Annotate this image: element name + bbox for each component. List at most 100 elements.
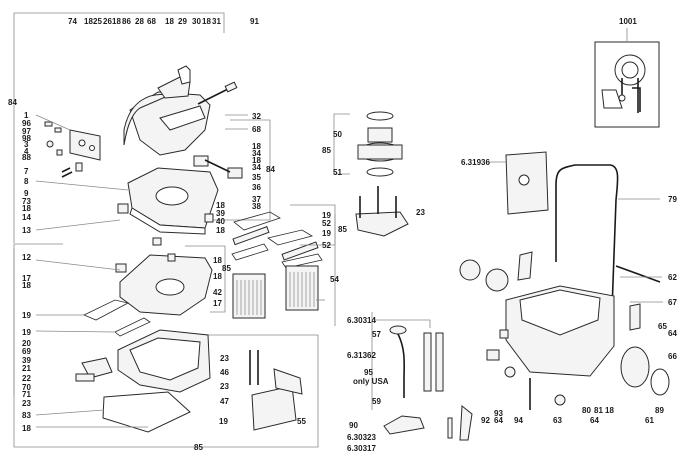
- part-label: 59: [372, 397, 381, 406]
- part-label: 70: [22, 383, 31, 392]
- assembly-84-bracket: [13, 12, 271, 243]
- part-label: 18: [605, 406, 614, 415]
- part-label: 50: [333, 130, 342, 139]
- part-label: 6.30317: [347, 444, 376, 453]
- switch-panel: [69, 129, 101, 161]
- gaskets: [83, 299, 151, 337]
- lower-head: [115, 253, 213, 316]
- part-label: 25: [93, 17, 102, 26]
- part-label: 26: [103, 17, 112, 26]
- part-label: 39: [22, 356, 31, 365]
- detail-label: 1001: [619, 17, 637, 26]
- part-label: 1: [24, 111, 29, 120]
- part-label: 30: [192, 17, 201, 26]
- part-label: 4: [24, 147, 29, 156]
- part-label: 42: [213, 288, 222, 297]
- part-label: 17: [213, 299, 222, 308]
- part-note: only USA: [353, 377, 389, 386]
- part-label: 23: [22, 399, 31, 408]
- part-label: 68: [252, 125, 261, 134]
- part-label: 6.30314: [347, 316, 376, 325]
- part-label: 65: [658, 322, 667, 331]
- part-label: 23: [220, 382, 229, 391]
- assembly-label: 85: [222, 264, 231, 273]
- part-label: 89: [655, 406, 664, 415]
- part-label: 18: [213, 256, 222, 265]
- part-label: 18: [213, 272, 222, 281]
- part-label: 13: [22, 226, 31, 235]
- part-label: 32: [252, 112, 261, 121]
- part-label: 18: [252, 142, 261, 151]
- part-label: 57: [372, 330, 381, 339]
- part-label: 22: [22, 374, 31, 383]
- part-label: 28: [135, 17, 144, 26]
- upper-motor-base: [127, 167, 219, 235]
- part-label: 91: [250, 17, 259, 26]
- part-label: 54: [330, 275, 339, 284]
- part-label: 97: [22, 127, 31, 136]
- assembly-label: 85: [338, 225, 347, 234]
- power-cable: [197, 81, 238, 105]
- part-label: 34: [252, 149, 261, 158]
- part-label: 95: [364, 368, 373, 377]
- part-label: 18: [216, 201, 225, 210]
- part-label: 20: [22, 339, 31, 348]
- assembly-label: 85: [194, 443, 203, 452]
- part-label: 31: [212, 17, 221, 26]
- detail-1001: [594, 28, 660, 128]
- part-label: 61: [645, 416, 654, 425]
- part-label: 18: [165, 17, 174, 26]
- part-label: 40: [216, 217, 225, 226]
- part-label: 36: [252, 183, 261, 192]
- part-label: 74: [68, 17, 77, 26]
- part-label: 18: [22, 424, 31, 433]
- part-label: 18: [84, 17, 93, 26]
- part-label: 19: [322, 211, 331, 220]
- part-label: 96: [22, 119, 31, 128]
- part-label: 52: [322, 219, 331, 228]
- part-label: 90: [349, 421, 358, 430]
- part-label: 23: [416, 208, 425, 217]
- part-label: 21: [22, 364, 31, 373]
- part-label: 73: [22, 197, 31, 206]
- part-label: 18: [252, 156, 261, 165]
- part-label: 94: [514, 416, 523, 425]
- assembly-label: 85: [322, 146, 331, 155]
- part-label: 51: [333, 168, 342, 177]
- part-label: 18: [22, 204, 31, 213]
- part-label: 29: [178, 17, 187, 26]
- part-label: 71: [22, 390, 31, 399]
- part-label: 86: [122, 17, 131, 26]
- part-label: 18: [112, 17, 121, 26]
- part-label: 12: [22, 253, 31, 262]
- container: [459, 151, 670, 410]
- part-label: 98: [22, 134, 31, 143]
- part-label: 19: [22, 328, 31, 337]
- part-label: 64: [668, 329, 677, 338]
- accessories: [371, 312, 473, 441]
- carry-handle: [157, 65, 191, 99]
- part-label: 79: [668, 195, 677, 204]
- motor-assembly: [333, 111, 409, 237]
- filters: [231, 204, 336, 326]
- part-label: 19: [322, 229, 331, 238]
- part-label: 64: [590, 416, 599, 425]
- accessory-box: [249, 350, 303, 431]
- part-label: 18: [216, 226, 225, 235]
- part-label: 37: [252, 195, 261, 204]
- part-label: 67: [668, 298, 677, 307]
- part-label: 7: [24, 167, 29, 176]
- part-label: 52: [322, 241, 331, 250]
- part-label: 39: [216, 209, 225, 218]
- small-parts-left: [44, 121, 83, 178]
- part-label: 64: [494, 416, 503, 425]
- part-label: 19: [22, 311, 31, 320]
- assembly-85-bracket: [13, 243, 319, 448]
- part-label: 83: [22, 411, 31, 420]
- motor-hood: [123, 91, 211, 156]
- part-label: 6.31362: [347, 351, 376, 360]
- part-label: 66: [668, 352, 677, 361]
- part-label: 9: [24, 189, 29, 198]
- part-label: 55: [297, 417, 306, 426]
- bottom-base: [75, 329, 211, 433]
